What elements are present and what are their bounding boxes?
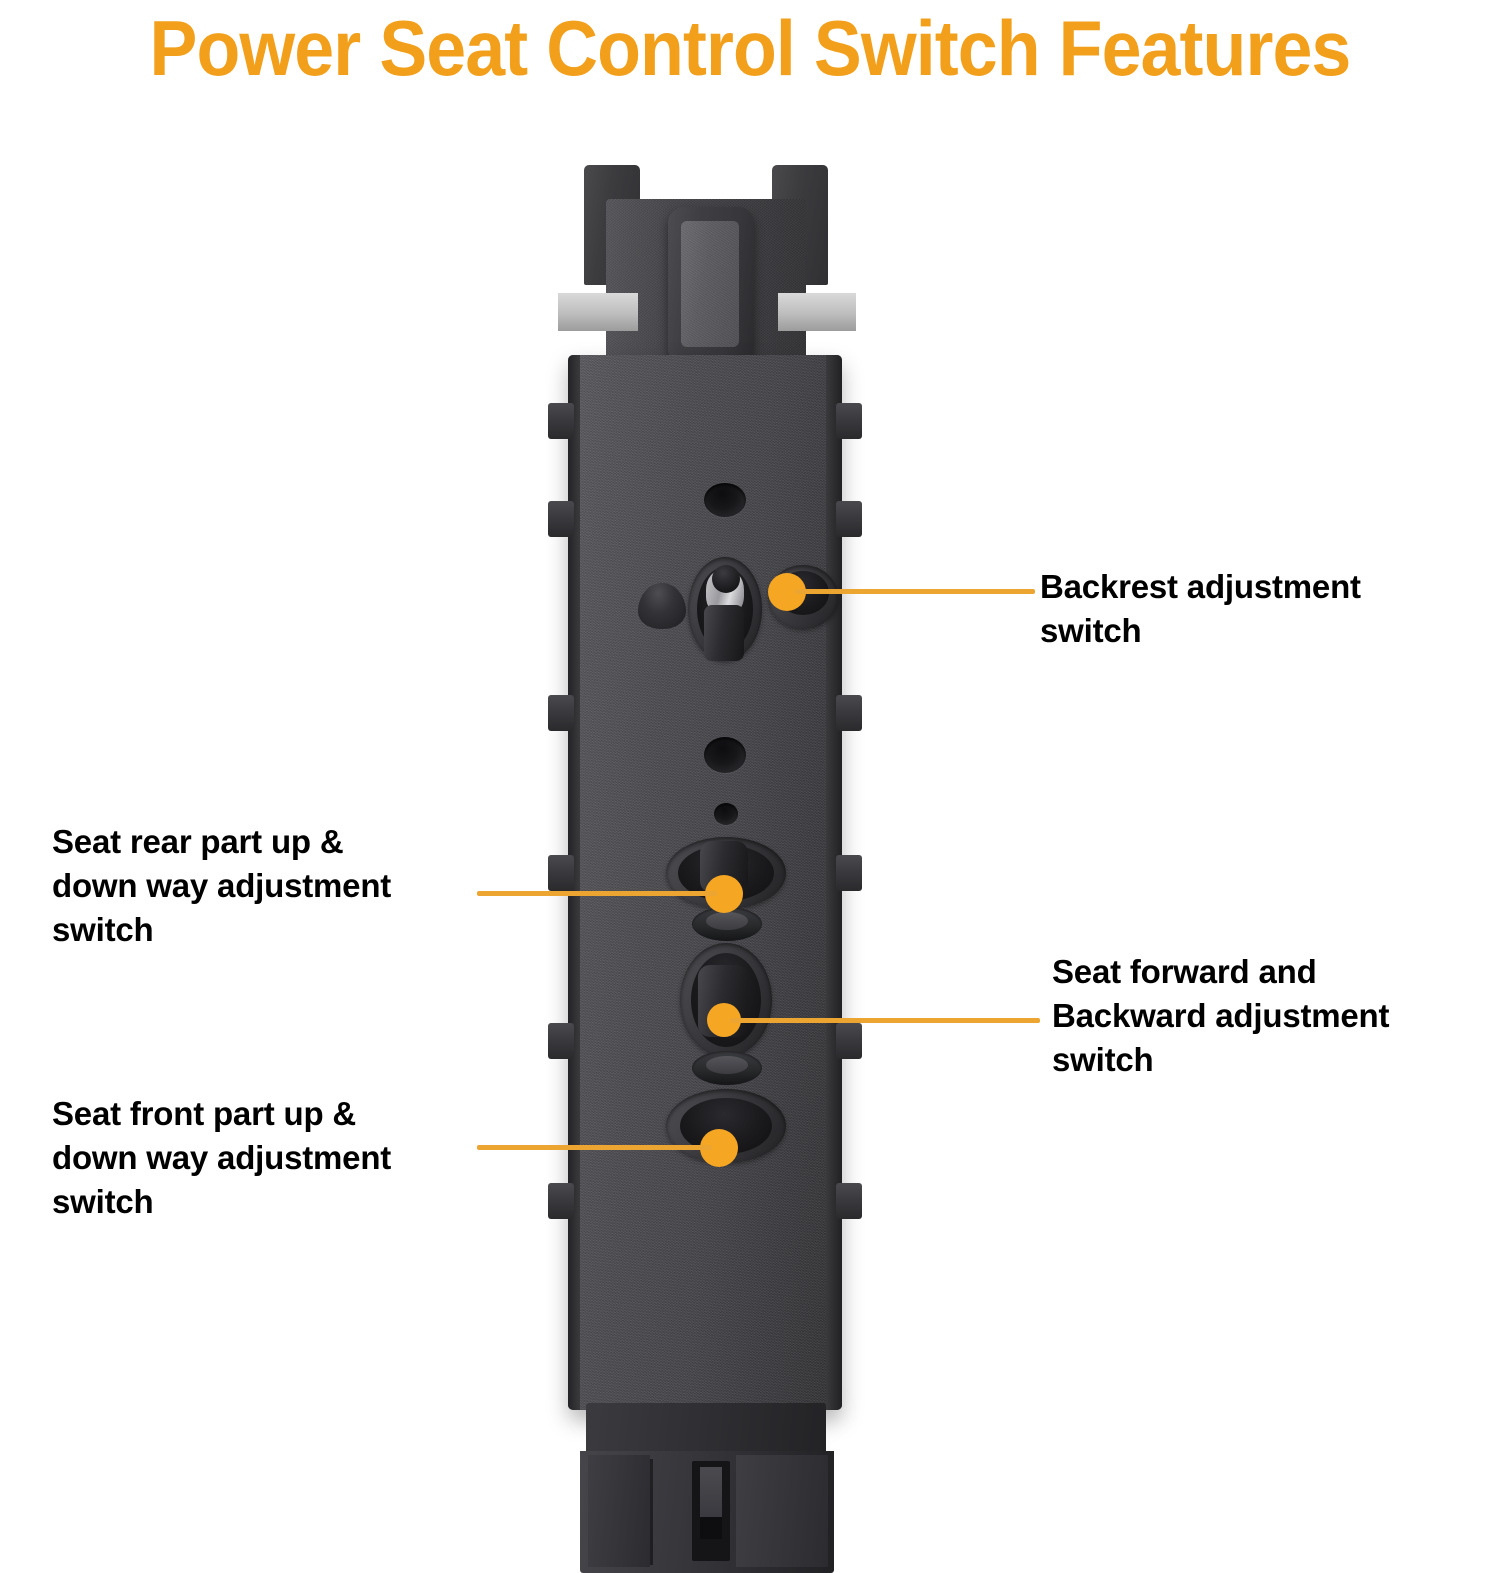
rocker-switch-face <box>681 221 739 347</box>
callout-label-seat-rear: Seat rear part up & down way adjustment … <box>52 820 482 952</box>
backrest-knob-stem <box>704 605 744 661</box>
callout-seat-forward-line-2: Backward adjustment <box>1052 996 1390 1034</box>
connector-rib-1 <box>650 1459 653 1565</box>
callout-label-backrest: Backrest adjustment switch <box>1040 565 1460 653</box>
switch-link-lower <box>692 1051 762 1085</box>
callout-backrest-line-2: switch <box>1040 611 1142 649</box>
clip-tab-right-2 <box>836 501 862 537</box>
callout-line-seat-front <box>477 1145 712 1150</box>
clip-tab-left-5 <box>548 1023 574 1059</box>
callout-label-seat-forward: Seat forward and Backward adjustment swi… <box>1052 950 1482 1082</box>
clip-tab-left-2 <box>548 501 574 537</box>
callout-line-backrest <box>795 589 1035 594</box>
switch-link-lower-face <box>706 1056 748 1074</box>
switch-body-edge-right <box>826 355 842 1410</box>
clip-tab-left-6 <box>548 1183 574 1219</box>
callout-seat-front-line-1: Seat front part up & <box>52 1095 357 1132</box>
backrest-post-cap <box>712 565 740 593</box>
connector-panel-left <box>588 1455 650 1567</box>
product-image <box>540 165 870 1573</box>
alignment-peg <box>638 583 686 629</box>
callout-backrest-line-1: Backrest adjustment <box>1040 568 1361 605</box>
callout-seat-forward-line-3: switch <box>1052 1040 1154 1078</box>
mounting-hole-small <box>714 803 738 825</box>
clip-tab-left-3 <box>548 695 574 731</box>
callout-seat-front-line-3: switch <box>52 1182 154 1220</box>
metal-shim-right <box>778 293 856 331</box>
clip-tab-right-4 <box>836 855 862 891</box>
switch-link-upper-face <box>706 912 748 930</box>
callout-label-seat-front: Seat front part up & down way adjustment… <box>52 1092 482 1224</box>
clip-tab-right-5 <box>836 1023 862 1059</box>
connector-latch-slot <box>700 1517 722 1539</box>
callout-seat-rear-line-1: Seat rear part up & <box>52 823 344 860</box>
callout-line-seat-forward <box>730 1018 1040 1023</box>
callout-seat-rear-line-3: switch <box>52 910 154 948</box>
callout-seat-front-line-2: down way adjustment <box>52 1138 392 1176</box>
clip-tab-left-4 <box>548 855 574 891</box>
callout-seat-forward-line-1: Seat forward and <box>1052 953 1317 990</box>
mounting-hole-upper <box>704 483 746 517</box>
page-title: Power Seat Control Switch Features <box>149 4 1352 92</box>
clip-tab-left-1 <box>548 403 574 439</box>
callout-seat-rear-line-2: down way adjustment <box>52 866 392 904</box>
clip-tab-right-3 <box>836 695 862 731</box>
clip-tab-right-1 <box>836 403 862 439</box>
connector-collar <box>586 1403 826 1451</box>
callout-line-seat-rear <box>477 891 717 896</box>
mounting-hole-middle <box>704 737 746 773</box>
clip-tab-right-6 <box>836 1183 862 1219</box>
headrest-rocker-switch[interactable] <box>668 207 754 365</box>
connector-panel-right <box>736 1455 828 1567</box>
metal-shim-left <box>558 293 638 331</box>
